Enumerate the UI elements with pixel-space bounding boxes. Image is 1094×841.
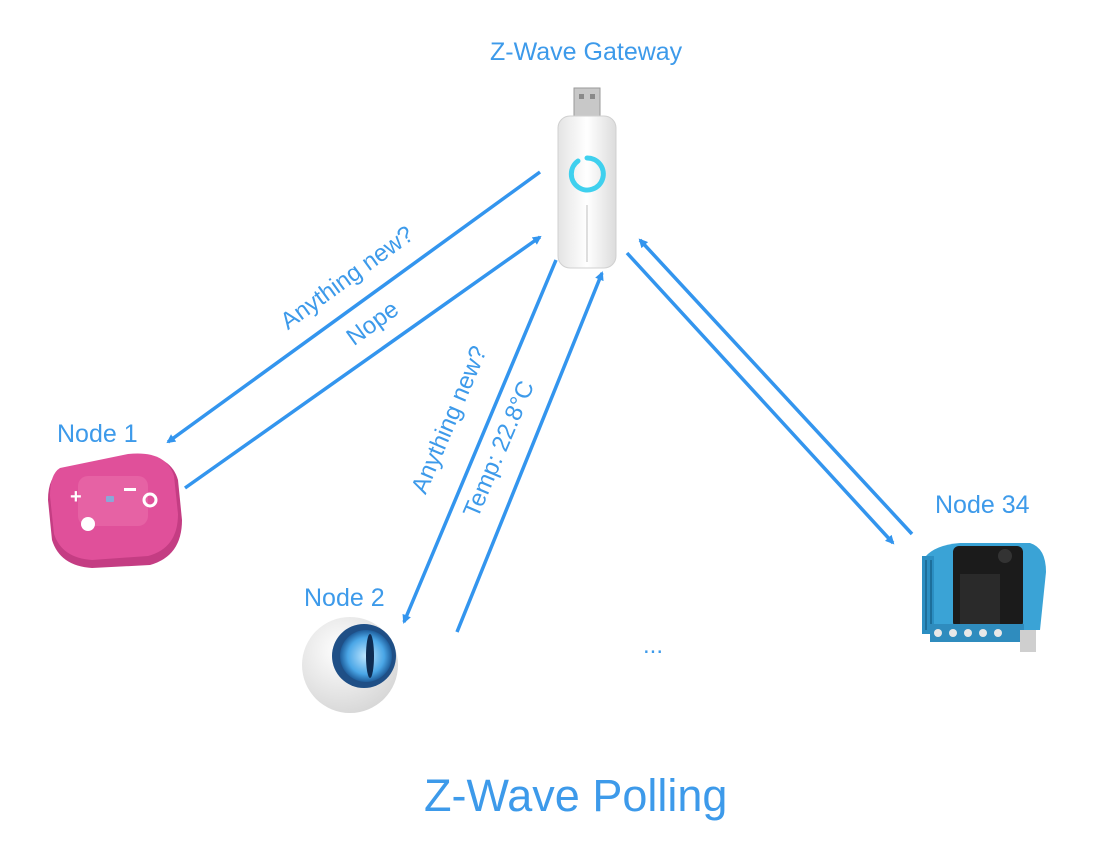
arrow-gateway-to-node1 <box>166 170 542 444</box>
ellipsis-label: ... <box>643 632 664 659</box>
gateway-usb-stick-icon <box>557 87 617 269</box>
arrow-gateway-to-node34 <box>625 251 895 545</box>
gateway-label: Z-Wave Gateway <box>490 38 683 66</box>
node1-label: Node 1 <box>57 420 138 448</box>
diagram-title: Z-Wave Polling <box>424 770 728 821</box>
arrow-node1-to-gateway <box>183 235 542 490</box>
node1-remote-icon: + <box>48 453 182 568</box>
arrow-gateway-to-node2 <box>402 259 558 624</box>
arrow-node2-to-gateway <box>455 271 604 633</box>
arrows <box>166 170 914 633</box>
arrow-node34-to-gateway <box>638 238 914 536</box>
svg-text:+: + <box>70 486 82 508</box>
node34-module-icon <box>922 543 1046 652</box>
node34-label: Node 34 <box>935 491 1030 519</box>
node2-sensor-icon <box>302 617 398 713</box>
node2-label: Node 2 <box>304 584 385 612</box>
